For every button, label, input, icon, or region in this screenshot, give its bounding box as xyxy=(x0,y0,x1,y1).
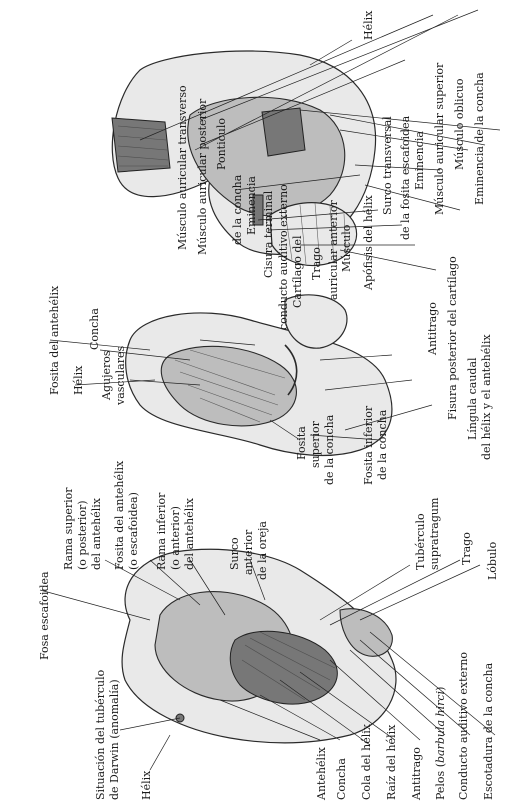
label-eminencia-concha-2a: Eminencia xyxy=(245,176,258,235)
label-fisura-posterior: Fisura posterior del cartílago xyxy=(446,256,459,420)
label-rama-superior-3: del antehélix xyxy=(90,497,103,570)
label-lingula-1: Língula caudal xyxy=(466,357,479,440)
leader-line xyxy=(340,250,436,270)
label-concha-bottom: Concha xyxy=(335,758,348,800)
label-musculo-transverso: Músculo auricular transverso xyxy=(176,85,189,250)
label-agujeros-2: vasculares xyxy=(114,345,127,406)
label-rama-superior-2: (o posterior) xyxy=(76,500,89,570)
label-lingula-2: del hélix y el antehélix xyxy=(480,334,493,460)
label-concha-mid: Concha xyxy=(88,308,101,350)
label-musculo-oblicuo: Músculo oblicuo xyxy=(453,78,466,170)
label-surco-anterior-3: de la oreja xyxy=(256,521,269,580)
label-cisura-terminal: Cisura terminal xyxy=(262,190,275,278)
label-helix-top: Hélix xyxy=(362,10,375,40)
transverse-muscle xyxy=(262,108,305,156)
label-fosita-inferior-1: Fosita inferior xyxy=(362,405,375,485)
label-tuberculo-1: Tubérculo xyxy=(414,513,427,570)
label-fosita-inferior-2: de la concha xyxy=(376,409,389,480)
label-musculo-posterior: Músculo auricular posterior xyxy=(196,98,209,255)
label-tuberculo-2: supratragum xyxy=(428,497,441,570)
label-situacion-2: de Darwin (anomalía) xyxy=(108,679,121,800)
label-raiz-helix: Raíz del hélix xyxy=(385,724,398,800)
label-antitrago-mid: Antitrago xyxy=(426,302,439,356)
label-pelos-prefix: Pelos ( xyxy=(434,763,447,800)
label-antehelix-bottom: Antehélix xyxy=(315,746,328,801)
label-helix-mid: Hélix xyxy=(72,365,85,395)
leader-line xyxy=(150,735,170,770)
label-rama-superior-1: Rama superior xyxy=(62,487,75,570)
label-fosa-escafoidea: Fosa escafoidea xyxy=(38,571,51,660)
lateral-cartilage-drawing xyxy=(126,295,392,456)
label-rama-inferior-3: del antehélix xyxy=(183,497,196,570)
label-situacion-1: Situación del tubérculo xyxy=(94,669,107,800)
label-surco-transversal: Surco transversal xyxy=(381,116,394,215)
label-cartilago-2: conducto auditivo externo xyxy=(277,184,290,330)
label-cartilago-1: Cartílago del xyxy=(291,235,304,308)
label-conducto: Conducto auditivo externo xyxy=(457,652,470,800)
label-fosita-superior-1: Fosita xyxy=(295,426,308,460)
label-surco-anterior-2: anterior xyxy=(242,529,255,575)
label-agujeros-1: Agujeros xyxy=(100,350,113,401)
label-apofisis-helix: Apófisis del hélix xyxy=(362,195,375,291)
label-rama-inferior-1: Rama inferior xyxy=(155,492,168,570)
label-helix-bottom: Hélix xyxy=(140,770,153,800)
label-antitrago-bottom: Antitrago xyxy=(410,747,423,801)
label-escotadura: Escotadura de la concha xyxy=(482,662,495,800)
label-musculo-anterior-2: auricular anterior xyxy=(327,200,340,300)
label-fosita-superior-2: superior xyxy=(309,420,322,468)
leader-line xyxy=(360,565,480,620)
label-fosita-superior-3: de la concha xyxy=(323,414,336,485)
label-surco-anterior-1: Surco xyxy=(228,537,241,570)
label-eminencia-concha: Eminencia de la concha xyxy=(473,72,486,205)
label-fosita-antehelix-1: Fosita del antehélix xyxy=(113,460,126,570)
label-eminencia-fosita-2: de la fosita escafoidea xyxy=(399,115,412,240)
label-rama-inferior-2: (o anterior) xyxy=(169,506,182,570)
label-musculo-auricular-superior: Músculo auricular superior xyxy=(433,62,446,215)
label-lobulo: Lóbulo xyxy=(486,541,499,580)
label-trago-bottom: Trago xyxy=(460,532,473,565)
label-fosita-antehelix-mid: Fosita del antehélix xyxy=(48,285,61,395)
label-trago-top: Trago xyxy=(310,247,323,280)
label-pelos-suffix: ) xyxy=(434,687,447,691)
label-fosita-antehelix-2: (o escafoidea) xyxy=(127,492,140,570)
label-musculo-anterior-1: Músculo xyxy=(340,224,353,272)
label-pelos-italic: barbula hirci xyxy=(434,691,447,763)
leader-line xyxy=(120,718,180,730)
label-pelos: Pelos (barbula hirci) xyxy=(434,687,447,800)
label-cola-helix: Cola del hélix xyxy=(360,723,373,800)
label-ponticulo: Ponticulo xyxy=(215,118,228,170)
label-eminencia-concha-2b: de la concha xyxy=(231,174,244,245)
label-eminencia-fosita-1: Eminencia xyxy=(413,131,426,190)
